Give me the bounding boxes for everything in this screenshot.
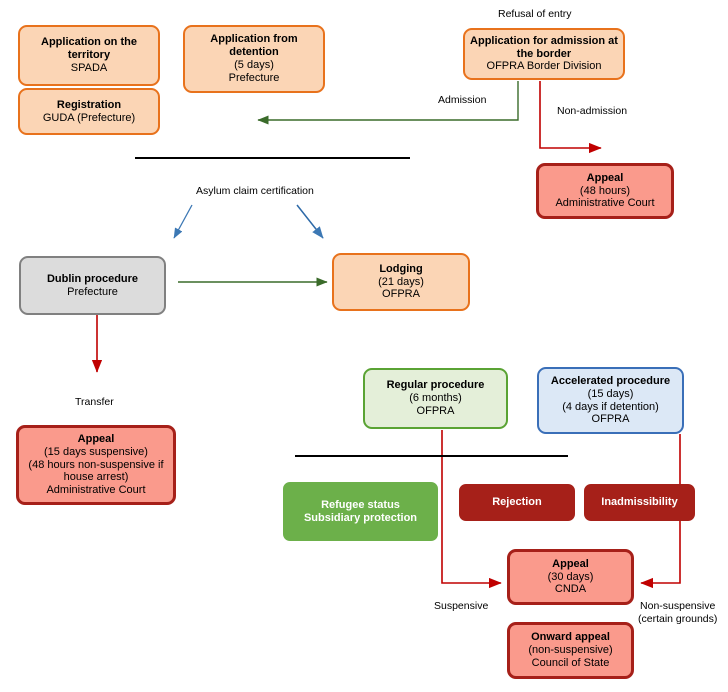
node-subtitle: (15 days suspensive)	[44, 445, 148, 458]
separator-line-upper	[135, 157, 410, 159]
node-title: Inadmissibility	[601, 496, 678, 509]
edge-label-non-admission: Non-admission	[557, 105, 628, 117]
node-title: Appeal	[77, 432, 115, 445]
node-title: Regular procedure	[386, 379, 485, 392]
node-title: Application for admission at the border	[470, 34, 618, 60]
edge-label-suspensive: Suspensive	[434, 600, 489, 612]
node-regular-procedure[interactable]: Regular procedure (6 months) OFPRA	[363, 368, 508, 429]
node-subtitle-2: OFPRA	[382, 288, 420, 301]
edge-label-non-suspensive: Non-suspensive (certain grounds)	[638, 600, 717, 626]
node-rejection[interactable]: Rejection	[459, 484, 575, 521]
node-subtitle: (21 days)	[378, 275, 424, 288]
node-subtitle-2: Council of State	[531, 656, 610, 669]
node-application-on-territory[interactable]: Application on the territory SPADA	[18, 25, 160, 86]
node-dublin-procedure[interactable]: Dublin procedure Prefecture	[19, 256, 166, 315]
node-subtitle-3: OFPRA	[591, 413, 630, 426]
node-subtitle-2: (48 hours non-suspensive if house arrest…	[28, 458, 164, 484]
node-subtitle: (5 days)	[234, 59, 274, 71]
separator-line-lower	[295, 455, 568, 457]
edge-certification-left	[173, 204, 193, 239]
node-subtitle-2: Prefecture	[228, 71, 280, 84]
node-accelerated-procedure[interactable]: Accelerated procedure (15 days) (4 days …	[537, 367, 684, 434]
node-title: Lodging	[379, 262, 423, 275]
node-title: Application from detention	[210, 33, 298, 59]
edge-certification-right	[296, 204, 324, 239]
node-title: Application on the territory	[41, 36, 137, 62]
node-lodging[interactable]: Lodging (21 days) OFPRA	[332, 253, 470, 311]
node-subtitle: (15 days)	[587, 387, 634, 400]
node-subtitle: OFPRA Border Division	[486, 60, 602, 73]
edge-label-non-suspensive-line2: (certain grounds)	[638, 613, 718, 626]
node-subtitle-2: OFPRA	[416, 404, 455, 417]
node-subtitle: (6 months)	[409, 392, 462, 405]
node-subtitle: GUDA (Prefecture)	[42, 111, 136, 124]
node-title: Onward appeal	[531, 631, 610, 644]
node-onward-appeal[interactable]: Onward appeal (non-suspensive) Council o…	[507, 622, 634, 679]
node-subtitle-2: CNDA	[554, 583, 587, 596]
edge-label-transfer: Transfer	[75, 396, 114, 408]
node-subtitle: (non-suspensive)	[528, 644, 613, 657]
node-application-for-admission-at-border[interactable]: Application for admission at the border …	[463, 28, 625, 80]
edge-label-refusal-of-entry: Refusal of entry	[498, 8, 572, 20]
node-subtitle: Prefecture	[67, 285, 118, 298]
edge-label-non-suspensive-line1: Non-suspensive	[640, 600, 716, 612]
edge-label-admission: Admission	[438, 94, 487, 106]
node-title: Dublin procedure	[46, 272, 139, 285]
node-appeal-dublin-transfer[interactable]: Appeal (15 days suspensive) (48 hours no…	[16, 425, 176, 505]
node-inadmissibility[interactable]: Inadmissibility	[584, 484, 695, 521]
node-appeal-cnda[interactable]: Appeal (30 days) CNDA	[507, 549, 634, 605]
node-subtitle-2: (4 days if detention)	[562, 400, 659, 413]
node-registration[interactable]: Registration GUDA (Prefecture)	[18, 88, 160, 135]
node-subtitle-2: Administrative Court	[555, 197, 655, 210]
node-title: Registration	[56, 98, 122, 111]
node-subtitle: (48 hours)	[579, 184, 631, 197]
edge-label-asylum-claim-certification: Asylum claim certification	[196, 185, 314, 197]
node-title: Refugee status	[321, 498, 400, 511]
node-subtitle: SPADA	[70, 61, 108, 74]
node-refugee-status[interactable]: Refugee status Subsidiary protection	[283, 482, 438, 541]
node-title: Appeal	[552, 557, 589, 570]
node-title: Accelerated procedure	[550, 374, 671, 387]
node-subtitle-3: Administrative Court	[46, 484, 146, 497]
node-subtitle: Subsidiary protection	[303, 511, 418, 524]
node-title: Rejection	[492, 496, 542, 509]
node-title: Appeal	[586, 171, 624, 184]
node-application-from-detention[interactable]: Application from detention (5 days) Pref…	[183, 25, 325, 93]
node-appeal-border[interactable]: Appeal (48 hours) Administrative Court	[536, 163, 674, 219]
node-subtitle: (30 days)	[547, 570, 594, 583]
